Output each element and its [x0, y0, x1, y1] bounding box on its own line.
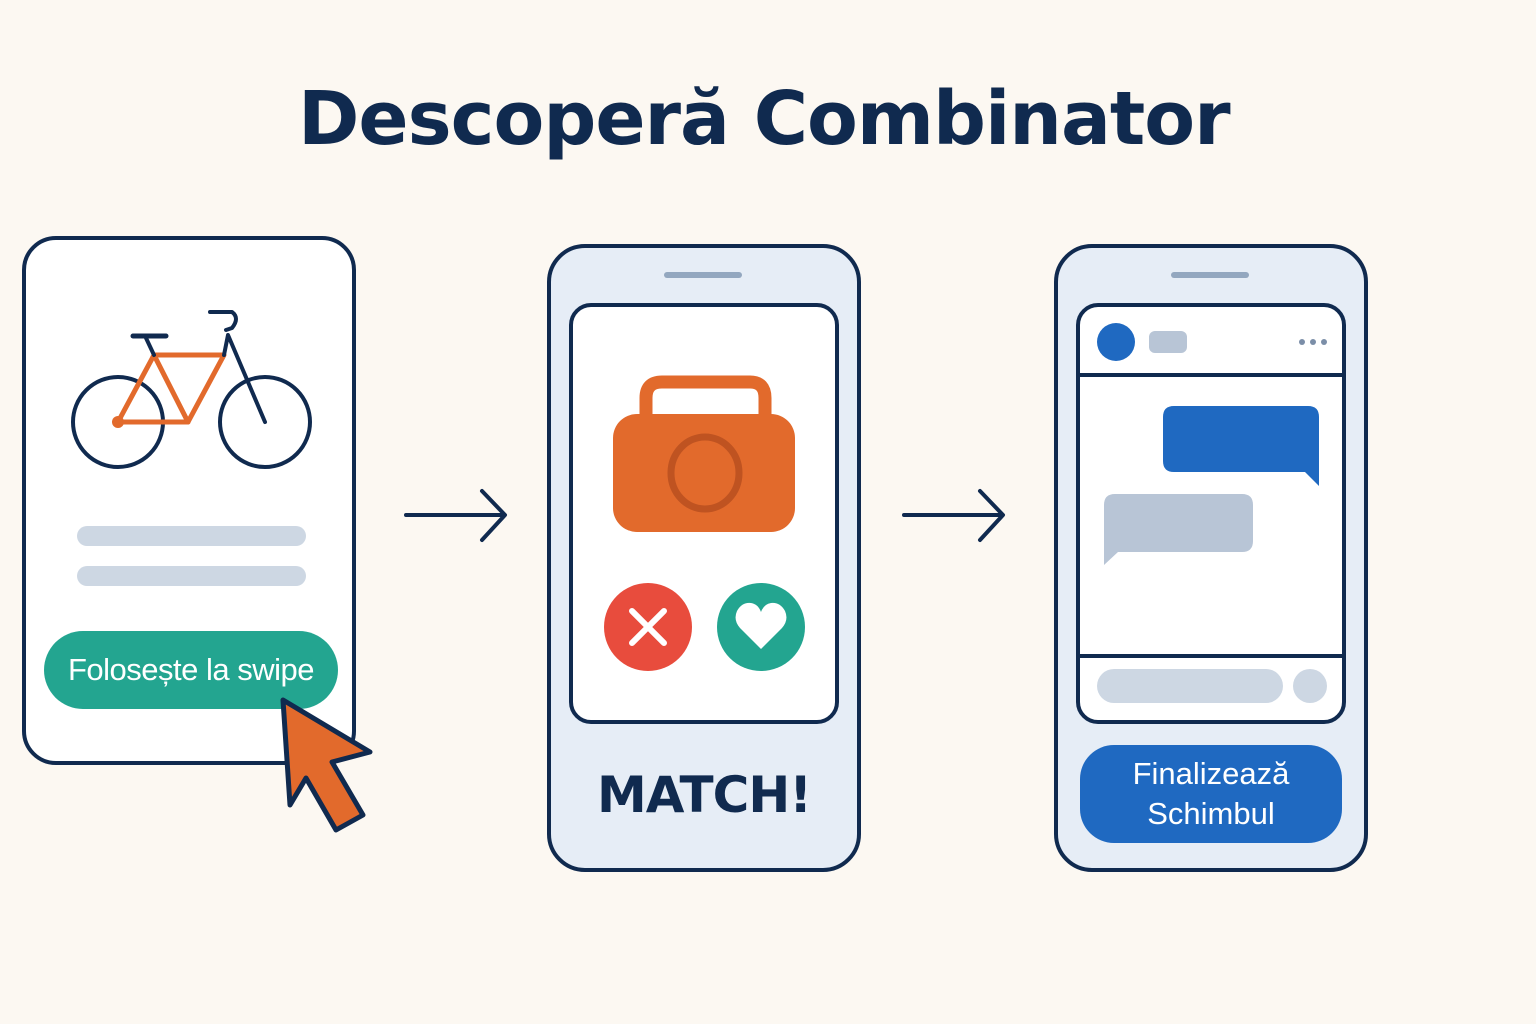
phone-speaker	[664, 272, 742, 278]
finalize-button-line2: Schimbul	[1147, 796, 1275, 831]
description-line	[77, 526, 306, 546]
use-for-swipe-button[interactable]: Folosește la swipe	[44, 631, 338, 709]
description-line	[77, 566, 306, 586]
contact-name-placeholder	[1149, 331, 1187, 353]
finalize-exchange-button[interactable]: Finalizează Schimbul	[1080, 745, 1342, 843]
message-input[interactable]	[1097, 669, 1283, 703]
phone-speaker	[1171, 272, 1249, 278]
page-title: Descoperă Combinator	[298, 76, 1231, 162]
match-caption: MATCH!	[596, 766, 812, 824]
finalize-button-line1: Finalizează	[1132, 756, 1290, 791]
